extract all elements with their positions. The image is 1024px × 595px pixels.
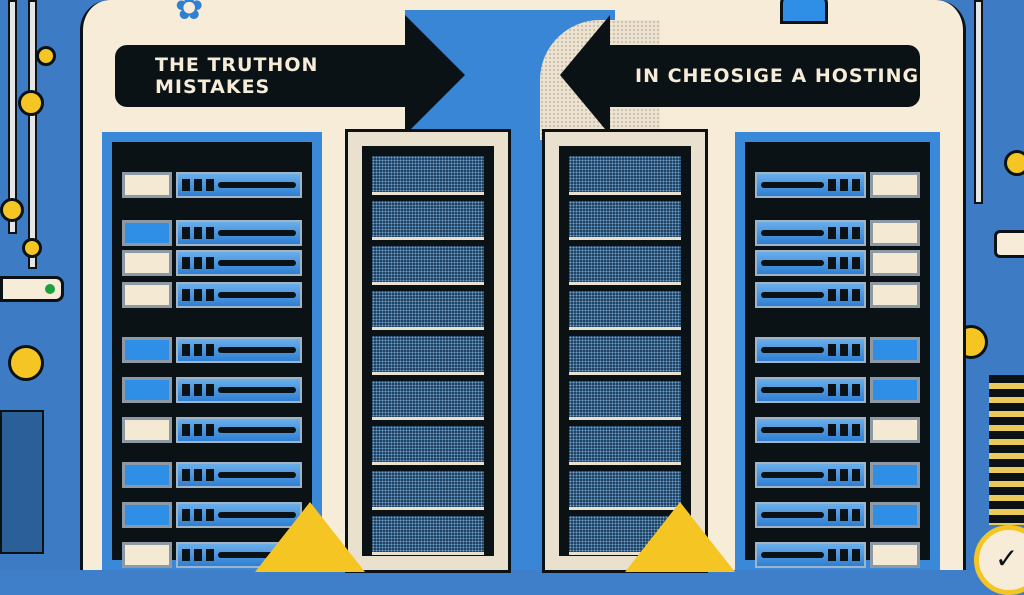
circuit-node (0, 198, 24, 222)
vent-panel (372, 201, 484, 240)
vent-panel (372, 516, 484, 555)
vent-panel (569, 336, 681, 375)
status-slot (0, 276, 64, 302)
circuit-wire (974, 0, 983, 204)
server-unit (755, 220, 920, 246)
gear-icon: ✿ (175, 0, 204, 28)
vent-panel (569, 156, 681, 195)
server-unit (122, 220, 302, 246)
server-rack-center-right (542, 129, 708, 573)
vent-panel (372, 156, 484, 195)
vent-panel (372, 246, 484, 285)
server-unit (755, 250, 920, 276)
server-unit (755, 282, 920, 308)
warning-icon (625, 502, 735, 572)
circuit-wire (28, 0, 37, 269)
server-unit (755, 502, 920, 528)
vent-panel (372, 471, 484, 510)
title-banner-left: THE TRUTHON MISTAKES (115, 15, 465, 135)
vent-panel (372, 381, 484, 420)
checkmark-icon: ✓ (974, 525, 1024, 595)
vent-panel (569, 291, 681, 330)
server-rack-center-left (345, 129, 511, 573)
circuit-node (18, 90, 44, 116)
server-rack-left (102, 132, 322, 570)
yellow-button (8, 345, 44, 381)
mini-rack (989, 375, 1024, 525)
server-unit (755, 172, 920, 198)
vent-panel (372, 336, 484, 375)
vent-panel (372, 291, 484, 330)
mini-rack (0, 410, 44, 554)
title-text-right: IN CHEOSIGE A HOSTING (635, 65, 920, 87)
server-unit (755, 542, 920, 568)
server-unit (122, 462, 302, 488)
vent-panel (569, 426, 681, 465)
server-unit (122, 282, 302, 308)
vent-panel (372, 426, 484, 465)
person-icon (780, 0, 828, 24)
server-unit (122, 172, 302, 198)
server-unit (755, 377, 920, 403)
title-text-left: THE TRUTHON MISTAKES (155, 54, 319, 98)
server-unit (122, 377, 302, 403)
server-unit (755, 462, 920, 488)
server-unit (755, 337, 920, 363)
server-unit (122, 250, 302, 276)
status-slot (994, 230, 1024, 258)
server-unit (122, 337, 302, 363)
server-unit (755, 417, 920, 443)
warning-icon (255, 502, 365, 572)
circuit-node (1004, 150, 1024, 176)
title-banner-right: IN CHEOSIGE A HOSTING (560, 15, 920, 135)
vent-panel (569, 246, 681, 285)
green-led (45, 284, 55, 294)
circuit-wire (8, 0, 17, 234)
server-rack-right (735, 132, 940, 570)
server-unit (122, 417, 302, 443)
circuit-node (36, 46, 56, 66)
vent-panel (569, 381, 681, 420)
circuit-node (22, 238, 42, 258)
vent-panel (569, 201, 681, 240)
